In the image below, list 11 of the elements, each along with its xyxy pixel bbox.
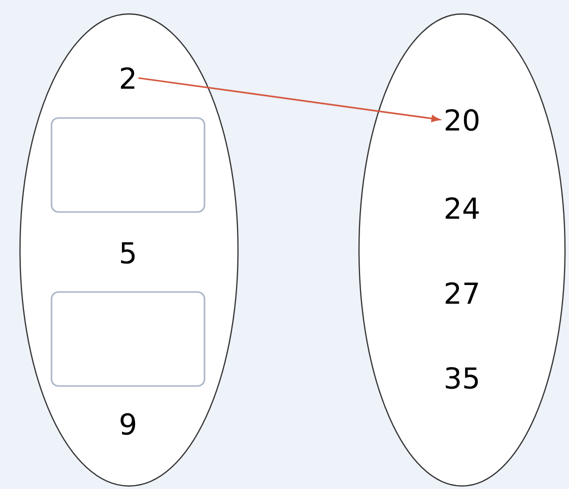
number-label: 24 — [446, 197, 479, 219]
number-label: 5 — [121, 242, 135, 264]
number-label: 27 — [446, 282, 478, 304]
number-label: 2 — [120, 67, 134, 89]
ellipse-outline — [358, 13, 566, 487]
answer-box — [50, 291, 206, 387]
answer-box — [50, 117, 206, 213]
number-label: 9 — [120, 413, 136, 435]
arrow — [138, 77, 440, 122]
number-label: 35 — [446, 367, 478, 389]
number-label: 20 — [446, 109, 478, 131]
